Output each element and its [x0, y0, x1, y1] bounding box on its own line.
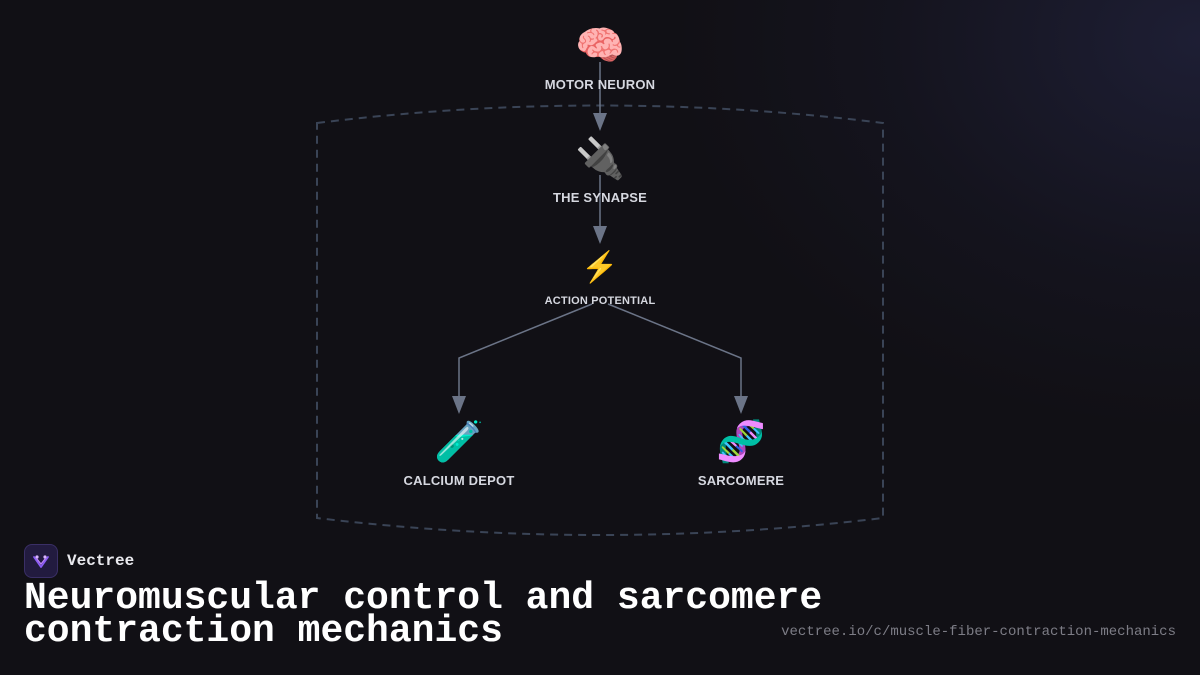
- node-label-motor-neuron: MOTOR NEURON: [544, 77, 656, 92]
- node-label-calcium-depot: CALCIUM DEPOT: [403, 473, 515, 488]
- node-label-synapse: THE SYNAPSE: [553, 190, 647, 205]
- edge-action-potential-to-sarcomere: [607, 303, 748, 414]
- dna-icon: 🧬: [716, 420, 766, 464]
- plug-icon: 🔌: [575, 137, 625, 181]
- brain-icon: 🧠: [575, 24, 625, 68]
- edge-action-potential-to-calcium-depot: [452, 303, 593, 414]
- brand-name: Vectree: [67, 552, 135, 570]
- node-sarcomere[interactable]: 🧬 SARCOMERE: [698, 419, 784, 488]
- node-label-sarcomere: SARCOMERE: [697, 473, 785, 488]
- page-url[interactable]: vectree.io/c/muscle-fiber-contraction-me…: [781, 624, 1176, 640]
- brand[interactable]: Vectree: [24, 544, 134, 578]
- test-tube-icon: 🧪: [434, 420, 484, 464]
- node-label-action-potential: ACTION POTENTIAL: [544, 295, 656, 307]
- lightning-icon: ⚡: [581, 251, 619, 284]
- edge-synapse-to-action-potential: [593, 175, 607, 244]
- node-synapse[interactable]: 🔌 THE SYNAPSE: [553, 136, 647, 205]
- node-calcium-depot[interactable]: 🧪 CALCIUM DEPOT: [404, 419, 515, 488]
- fiber-boundary: [316, 104, 884, 536]
- page-title: Neuromuscular control and sarcomere cont…: [24, 577, 823, 653]
- edge-motor-neuron-to-synapse: [593, 62, 607, 131]
- node-action-potential[interactable]: ⚡ ACTION POTENTIAL: [545, 251, 656, 307]
- node-motor-neuron[interactable]: 🧠 MOTOR NEURON: [545, 23, 656, 92]
- vectree-logo-icon: [24, 544, 58, 578]
